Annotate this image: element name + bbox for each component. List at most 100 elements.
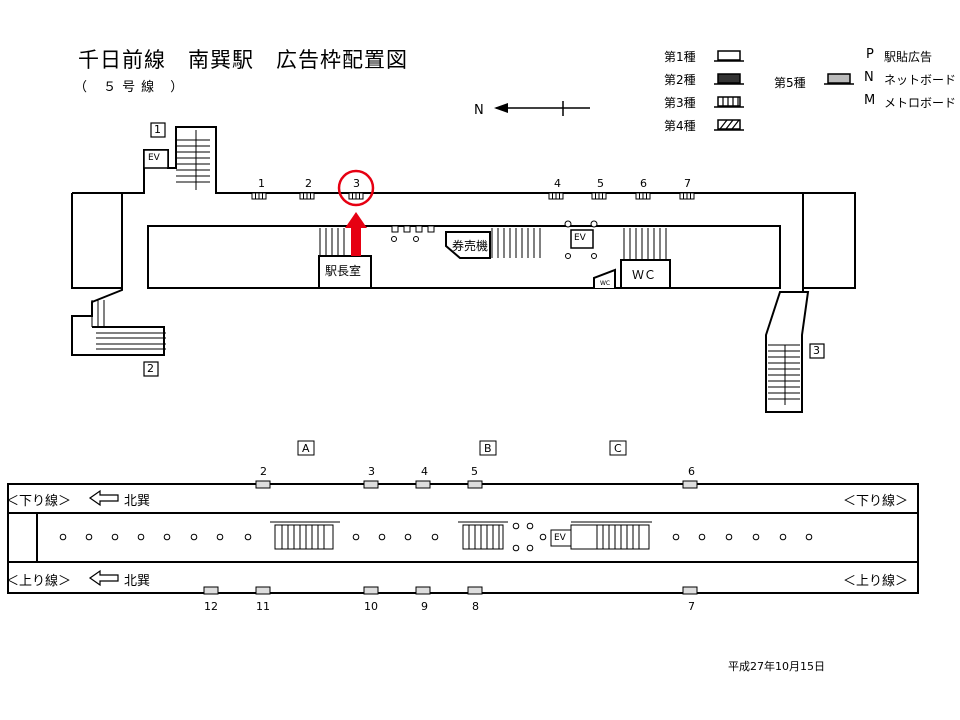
concourse-ad-number: 2 — [305, 177, 312, 190]
legend-p-label: 駅貼広告 — [884, 50, 933, 64]
wc-room — [620, 259, 671, 289]
concourse-ad-number: 6 — [640, 177, 647, 190]
legend-m-label: メトロボード — [884, 96, 957, 110]
platform-stairs-c — [570, 524, 650, 550]
platform-ad-marker-bottom — [363, 586, 379, 595]
platform-pillar — [512, 544, 520, 552]
platform-pillar — [111, 533, 119, 541]
platform-outline — [7, 483, 919, 594]
platform-ev-box — [550, 529, 572, 547]
platform-pillar — [431, 533, 439, 541]
concourse-ad-marker — [548, 192, 564, 200]
highlight-circle — [337, 169, 375, 207]
concourse-ad-number: 3 — [353, 177, 360, 190]
platform-ad-marker-top — [682, 480, 698, 489]
wc-small-label: WC — [600, 280, 611, 287]
legend-type2-label: 第2種 — [664, 73, 696, 87]
platform-ad-number: 12 — [204, 600, 218, 613]
direction-left-top: 北巽 — [124, 494, 151, 509]
platform-ad-number: 3 — [368, 465, 375, 478]
platform-ad-marker-top — [255, 480, 271, 489]
highlight-arrow — [345, 212, 367, 256]
line-subtitle: （ ５号線 ） — [74, 80, 190, 95]
concourse-ad-number: 5 — [597, 177, 604, 190]
platform-ad-number: 7 — [688, 600, 695, 613]
exit2-box — [143, 361, 159, 377]
section-b-box — [479, 440, 497, 456]
up-line-left-label: ＜上り線＞ — [6, 574, 72, 589]
platform-pillar — [352, 533, 360, 541]
concourse-inner-wall — [147, 225, 781, 289]
arrow-left-top — [88, 489, 119, 507]
wc-small-room — [593, 268, 616, 288]
legend-type2-symbol — [717, 73, 741, 84]
office-stairs — [319, 228, 345, 256]
legend-m-code: M — [864, 93, 876, 108]
wc-label: ＷＣ — [632, 268, 657, 282]
concourse-ad-marker — [591, 192, 607, 200]
legend-type5-symbol — [827, 73, 851, 84]
exit2-stairs — [96, 332, 166, 350]
legend-type5-label: 第5種 — [774, 76, 806, 90]
station-office-room — [318, 255, 372, 289]
legend-n-code: N — [864, 70, 874, 85]
section-a-label: A — [302, 442, 310, 455]
concourse-ad-marker — [679, 192, 695, 200]
platform-pillar — [244, 533, 252, 541]
direction-left-bottom: 北巽 — [124, 574, 151, 589]
platform-pillar — [216, 533, 224, 541]
wc-stairs — [623, 228, 667, 260]
platform-pillar — [526, 544, 534, 552]
arrow-left-bottom — [88, 569, 119, 587]
exit1-box — [150, 122, 166, 138]
page-title: 千日前線 南巽駅 広告枠配置図 — [78, 48, 408, 72]
platform-ad-marker-bottom — [415, 586, 431, 595]
platform-pillar — [539, 533, 547, 541]
center-stairs — [491, 228, 541, 258]
platform-ad-number: 4 — [421, 465, 428, 478]
concourse-ad-marker — [348, 192, 364, 200]
platform-pillar — [85, 533, 93, 541]
concourse-ad-marker — [299, 192, 315, 200]
up-line-right-label: ＜上り線＞ — [843, 574, 909, 589]
legend-type1-label: 第1種 — [664, 50, 696, 64]
station-office-label: 駅長室 — [325, 264, 362, 278]
legend-type4-label: 第4種 — [664, 119, 696, 133]
platform-pillar — [725, 533, 733, 541]
concourse-ad-marker — [635, 192, 651, 200]
concourse-ad-marker — [251, 192, 267, 200]
platform-pillar — [672, 533, 680, 541]
platform-pillar — [698, 533, 706, 541]
platform-pillar — [526, 522, 534, 530]
platform-pillar — [779, 533, 787, 541]
platform-stairs-b — [462, 524, 504, 550]
exit2-label: 2 — [147, 362, 154, 375]
platform-pillar — [752, 533, 760, 541]
platform-ad-marker-bottom — [255, 586, 271, 595]
concourse-ad-number: 4 — [554, 177, 561, 190]
ev-label-center: EV — [574, 233, 586, 243]
platform-pillar — [190, 533, 198, 541]
ev-label-top: EV — [148, 153, 160, 163]
platform-ad-number: 8 — [472, 600, 479, 613]
platform-ad-marker-top — [467, 480, 483, 489]
platform-ad-number: 11 — [256, 600, 270, 613]
date-label: 平成27年10月15日 — [728, 660, 825, 673]
legend-type3-label: 第3種 — [664, 96, 696, 110]
platform-ad-number: 2 — [260, 465, 267, 478]
platform-ad-number: 5 — [471, 465, 478, 478]
platform-ad-marker-top — [415, 480, 431, 489]
exit1-label: 1 — [154, 123, 161, 136]
legend-p-code: P — [866, 47, 874, 62]
platform-ad-number: 9 — [421, 600, 428, 613]
platform-pillar — [805, 533, 813, 541]
platform-stairs-a — [274, 524, 334, 550]
concourse-ad-number: 7 — [684, 177, 691, 190]
platform-ad-marker-bottom — [467, 586, 483, 595]
north-label: N — [474, 103, 484, 118]
platform-pillar — [59, 533, 67, 541]
exit3-stairs — [768, 344, 800, 400]
section-c-label: C — [614, 442, 622, 455]
platform-pillar — [404, 533, 412, 541]
